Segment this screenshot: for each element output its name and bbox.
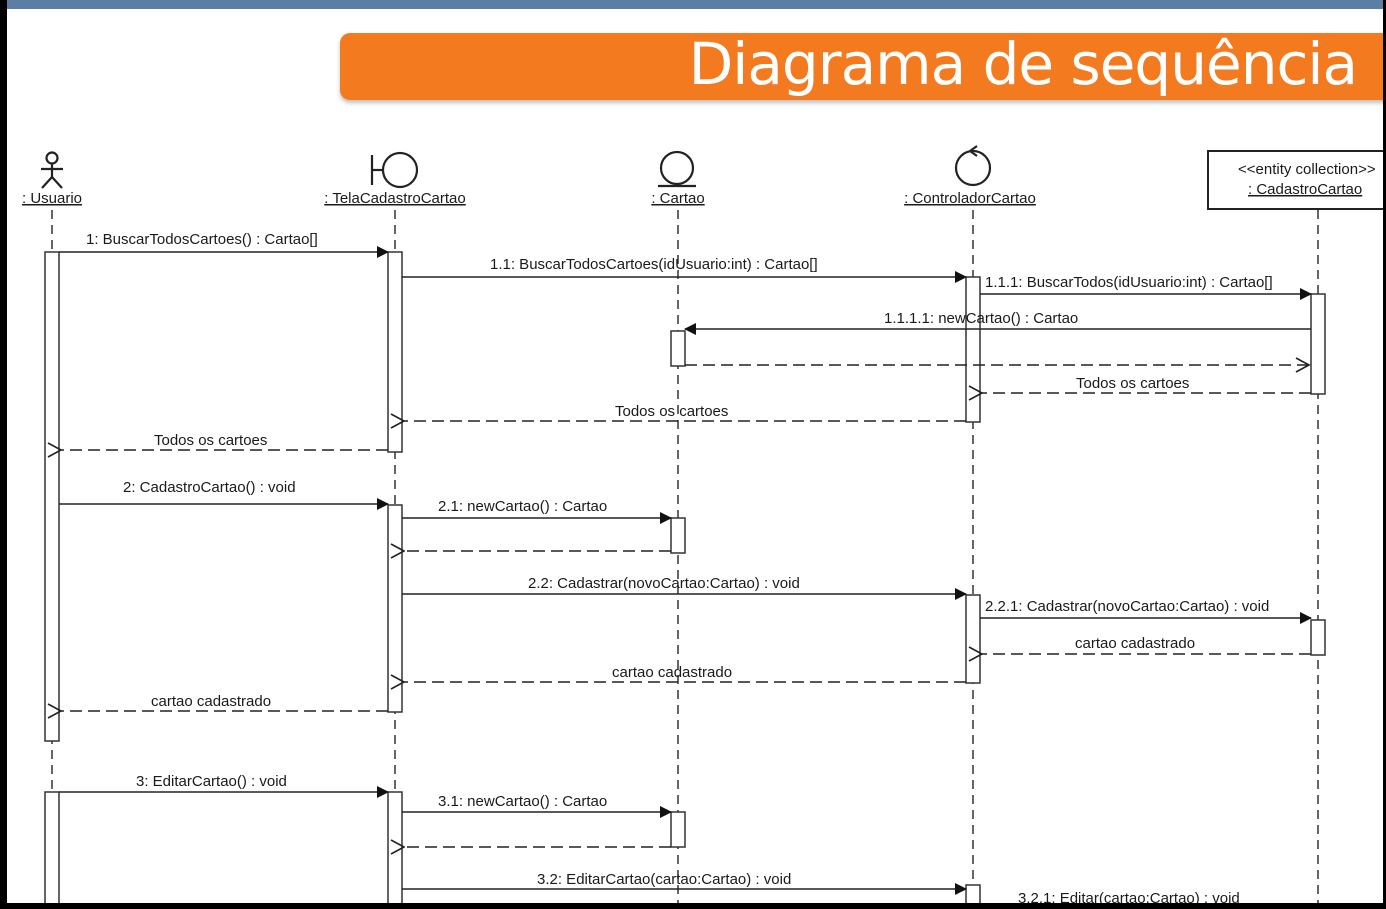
message-label: cartao cadastrado xyxy=(612,664,732,681)
activation-bar xyxy=(965,276,981,423)
message-label: 1.1: BuscarTodosCartoes(idUsuario:int) :… xyxy=(490,256,818,273)
return-1-1-1: Todos os cartoes xyxy=(982,375,1311,393)
return-2-2: cartao cadastrado xyxy=(404,664,966,682)
message-label: 2.2: Cadastrar(novoCartao:Cartao) : void xyxy=(528,575,800,592)
lifeline-label-tela: : TelaCadastroCartao xyxy=(324,190,465,207)
message-label: 3.1: newCartao() : Cartao xyxy=(438,793,607,810)
return-2-2-1: cartao cadastrado xyxy=(982,635,1311,654)
message-2-2: 2.2: Cadastrar(novoCartao:Cartao) : void xyxy=(402,575,967,600)
lifeline-head-tela: : TelaCadastroCartao xyxy=(324,151,466,207)
message-label: 2.1: newCartao() : Cartao xyxy=(438,498,607,515)
message-2: 2: CadastroCartao() : void xyxy=(59,479,389,510)
message-label: 3: EditarCartao() : void xyxy=(136,773,287,790)
lifeline-label-collection: : CadastroCartao xyxy=(1248,181,1362,198)
activation-bar xyxy=(387,791,403,903)
message-label: 1.1.1: BuscarTodos(idUsuario:int) : Cart… xyxy=(985,274,1273,291)
top-bar xyxy=(7,0,1383,9)
message-2-1: 2.1: newCartao() : Cartao xyxy=(402,498,672,524)
return-2: cartao cadastrado xyxy=(61,693,388,711)
activation-bar xyxy=(965,594,981,684)
activation-bar xyxy=(670,811,686,848)
activation-bar xyxy=(965,884,981,903)
message-1: 1: BuscarTodosCartoes() : Cartao[] xyxy=(59,231,389,258)
return-1: Todos os cartoes xyxy=(61,432,388,450)
message-label: Todos os cartoes xyxy=(615,403,728,420)
activation-bar xyxy=(387,251,403,453)
message-label: 1.1.1.1: newCartao() : Cartao xyxy=(884,310,1078,327)
message-label: Todos os cartoes xyxy=(154,432,267,449)
message-3: 3: EditarCartao() : void xyxy=(59,773,389,798)
message-1-1-1-1: 1.1.1.1: newCartao() : Cartao xyxy=(684,310,1311,335)
message-3-1: 3.1: newCartao() : Cartao xyxy=(402,793,672,818)
actor-icon xyxy=(41,151,63,189)
sequence-diagram: : Usuario : TelaCadastroCartao : Cartao … xyxy=(22,145,1383,903)
lifeline-head-cartao: : Cartao xyxy=(651,150,705,207)
entity-collection-box xyxy=(1207,150,1383,210)
slide-title: Diagrama de sequência xyxy=(688,30,1358,98)
message-1-1: 1.1: BuscarTodosCartoes(idUsuario:int) :… xyxy=(402,256,967,283)
lifeline-label-usuario: : Usuario xyxy=(22,190,82,207)
lifeline-head-controlador: : ControladorCartao xyxy=(904,145,1036,207)
activation-bar xyxy=(44,791,60,903)
lifeline-head-usuario: : Usuario xyxy=(22,151,82,207)
activation-bar xyxy=(670,330,686,367)
message-2-2-1: 2.2.1: Cadastrar(novoCartao:Cartao) : vo… xyxy=(980,598,1312,624)
message-1-1-1: 1.1.1: BuscarTodos(idUsuario:int) : Cart… xyxy=(980,274,1312,300)
collection-stereotype: <<entity collection>> xyxy=(1238,161,1376,178)
activation-bar xyxy=(670,517,686,554)
lifeline-label-cartao: : Cartao xyxy=(651,190,704,207)
message-label: 1: BuscarTodosCartoes() : Cartao[] xyxy=(86,231,318,248)
slide: Diagrama de sequência : Usuario xyxy=(7,0,1383,903)
message-label: 3.2.1: Editar(cartao:Cartao) : void xyxy=(1018,890,1240,903)
message-label: Todos os cartoes xyxy=(1076,375,1189,392)
lifeline-label-controlador: : ControladorCartao xyxy=(904,190,1036,207)
boundary-icon xyxy=(370,151,419,189)
entity-icon xyxy=(658,150,696,188)
message-label: 2: CadastroCartao() : void xyxy=(123,479,296,496)
message-3-2: 3.2: EditarCartao(cartao:Cartao) : void xyxy=(402,871,967,895)
activation-bar xyxy=(1310,619,1326,656)
lifeline-head-collection: <<entity collection>> : CadastroCartao xyxy=(1207,150,1383,210)
message-3-2-1: 3.2.1: Editar(cartao:Cartao) : void xyxy=(1018,890,1240,903)
activation-bar xyxy=(44,251,60,742)
control-icon xyxy=(954,145,992,187)
message-label: 3.2: EditarCartao(cartao:Cartao) : void xyxy=(537,871,791,888)
return-1-1: Todos os cartoes xyxy=(404,403,966,421)
title-banner: Diagrama de sequência xyxy=(340,33,1383,100)
activation-bar xyxy=(1310,293,1326,395)
message-label: 2.2.1: Cadastrar(novoCartao:Cartao) : vo… xyxy=(985,598,1269,615)
message-label: cartao cadastrado xyxy=(151,693,271,710)
activation-bar xyxy=(387,504,403,713)
message-label: cartao cadastrado xyxy=(1075,635,1195,652)
